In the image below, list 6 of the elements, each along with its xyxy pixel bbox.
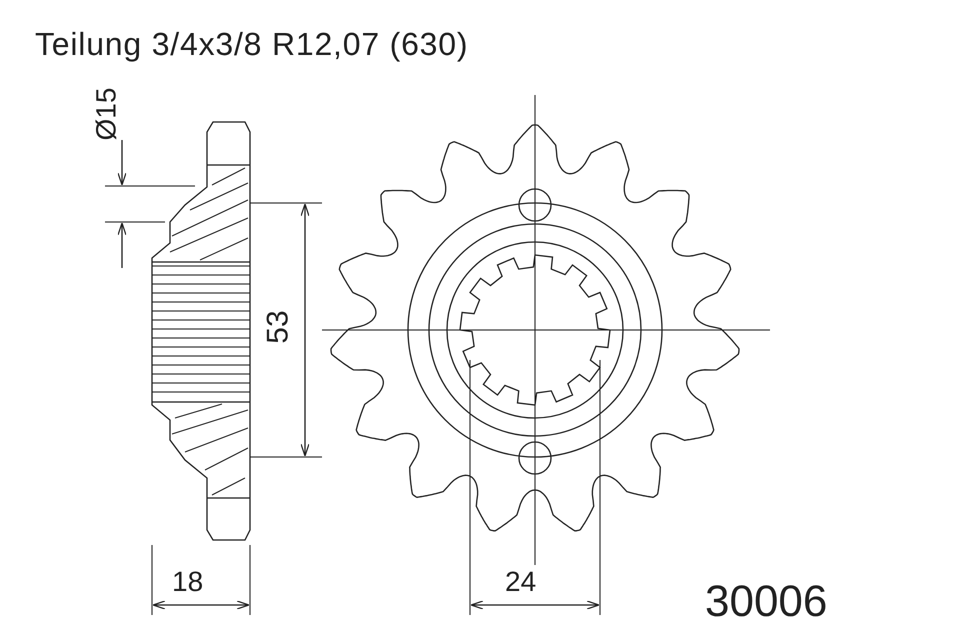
dimension-label: 24 [505, 568, 536, 596]
dimension-label: 18 [172, 568, 204, 596]
title: Teilung 3/4x3/8 R12,07 (630) [35, 28, 468, 60]
dimension-label: 53 [264, 310, 294, 344]
dimension-label: Ø15 [92, 88, 120, 140]
part-number: 30006 [705, 580, 828, 624]
